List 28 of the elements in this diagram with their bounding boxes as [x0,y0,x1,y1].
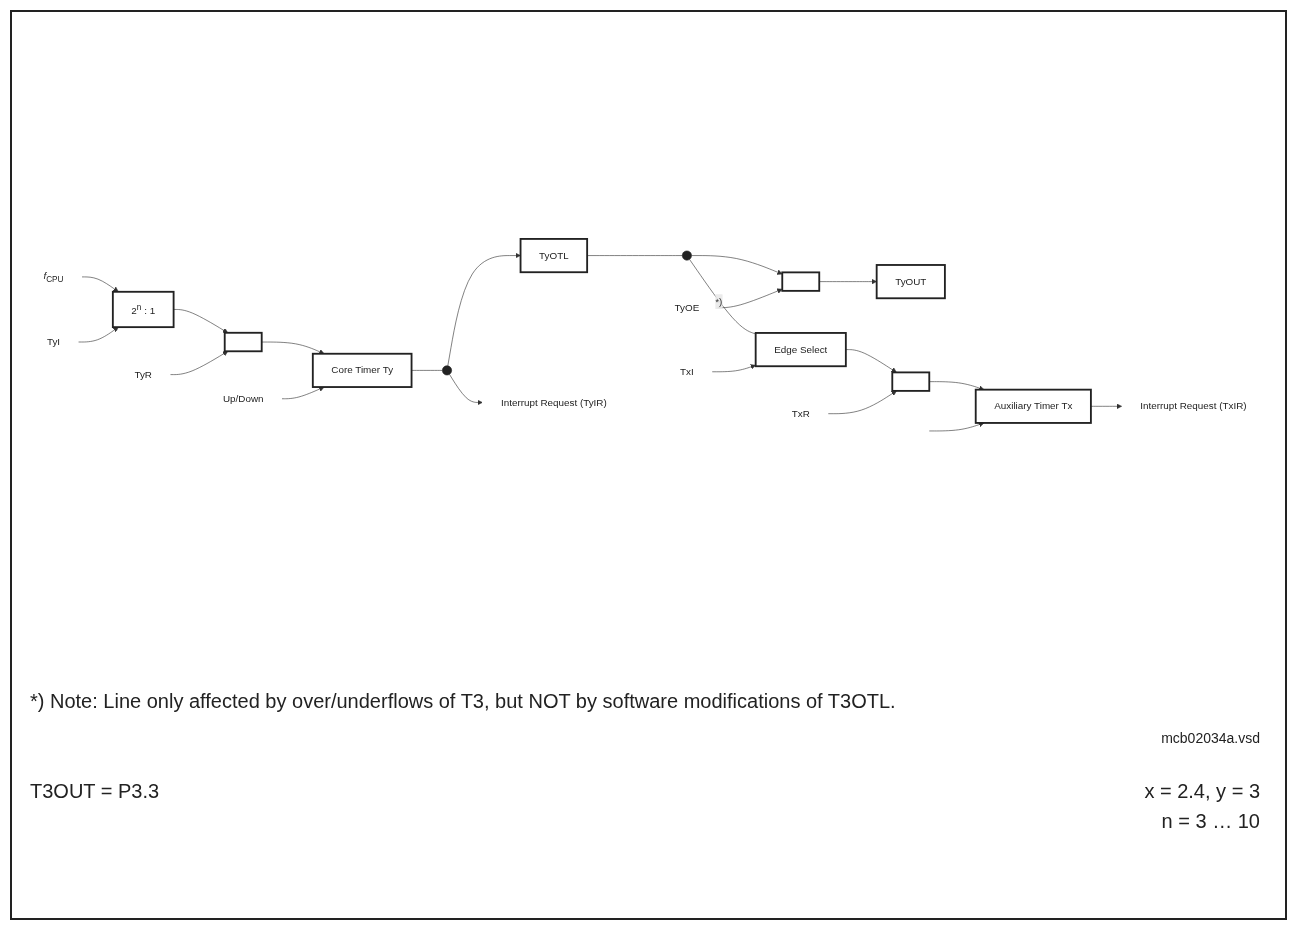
node-box: Edge Select [754,332,847,368]
node-box [781,271,821,293]
node-box: Auxiliary Timer Tx [974,389,1092,425]
node-box [223,332,263,353]
node-text: f$_{CPU}$ [43,270,64,284]
note-text: n = 3 … 10 [1161,810,1260,833]
node-text: TyI [46,336,61,348]
node-text: TyR [134,369,152,380]
connector [689,259,756,335]
node-box: Core Timer Ty [311,353,413,389]
node-box [891,371,931,393]
edge-label: *) [715,296,723,307]
file-name: mcb02034a.vsd [1161,730,1260,746]
note-text: x = 2.4, y = 3 [1144,780,1260,803]
node-box: TyOUT [875,264,946,300]
node-text: Interrupt Request (TxIR) [1140,401,1247,412]
node-box: TyOTL [519,238,589,274]
note-text: *) Note: Line only affected by over/underflows of T3, but NOT by software modifications of T3OTL. [30,690,896,713]
note-text: T3OUT = P3.3 [30,780,160,803]
node-text: Up/Down [222,393,264,405]
node-circle [442,365,452,376]
node-circle [681,251,692,261]
node-text: TyOE [674,302,700,314]
node-text: TxR [791,408,810,420]
node-box: 2$^{n}$ : 1 [111,291,175,329]
connector [411,370,443,372]
node-text: Interrupt Request (TyIR) [500,397,607,408]
node-text: TxI [680,366,694,378]
